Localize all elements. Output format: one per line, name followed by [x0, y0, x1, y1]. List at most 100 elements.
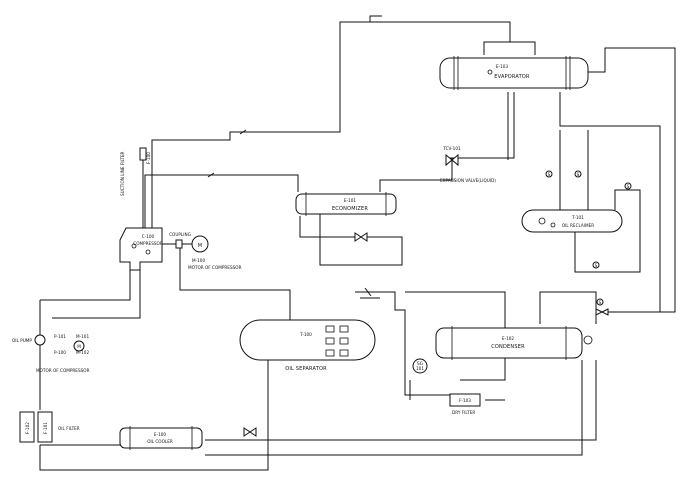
compressor-label: COMPRESSOR [133, 241, 163, 246]
instrument-circle [574, 170, 582, 178]
condenser-shell [435, 327, 583, 359]
sight-glass-tag-a: SG [417, 361, 423, 366]
oil-filter-tag-b: F-101 [43, 422, 48, 434]
economizer-bottom-left [299, 216, 355, 238]
svg-text:S: S [599, 300, 602, 305]
oil-pump-label: OIL PUMP [12, 338, 32, 343]
economizer: E-101 ECONOMIZER [295, 192, 397, 216]
compressor-tag: C-100 [142, 234, 155, 239]
compressor: C-100 COMPRESSOR COUPLING M M-100 MOTOR … [119, 227, 242, 271]
oil-to-compressor [40, 260, 131, 301]
reclaimer-loop [574, 189, 641, 273]
expansion-line [450, 92, 515, 159]
condenser-top [539, 291, 597, 324]
pump-motor-tag-a: M-101 [76, 334, 89, 339]
oil-separator: T-100 OIL SEPARATOR [239, 319, 376, 372]
condenser: E-102 CONDENSER [435, 326, 593, 360]
instrument-circle [592, 261, 600, 269]
condenser-label: CONDENSER [491, 344, 525, 350]
pump-motor-icon [73, 340, 85, 352]
separator-shell [239, 319, 376, 361]
compressor-top-line [144, 174, 299, 228]
compressor-motor-symbol: M [198, 243, 203, 249]
condenser-return [205, 360, 583, 456]
dry-filter-body [449, 393, 481, 407]
pump-motor-tag-b: M-102 [76, 350, 89, 355]
vent-branch [369, 15, 382, 22]
expansion-valve-icon [445, 153, 453, 167]
instrument-circle [624, 182, 632, 190]
sight-glass-tag-b: 101 [416, 366, 424, 371]
sight-glass-circle [412, 358, 428, 374]
reclaimer-tag: T-101 [571, 215, 584, 220]
oil-cooler-label: OIL COOLER [147, 439, 173, 444]
economizer-loop [319, 210, 403, 266]
pump-motor-label: MOTOR OF COMPRESSOR [36, 368, 90, 373]
coupling-label: COUPLING [169, 232, 191, 237]
valve-icon [243, 427, 251, 437]
svg-text:S: S [595, 263, 598, 268]
svg-text:S: S [577, 172, 580, 177]
evaporator-label: EVAPORATOR [494, 74, 530, 80]
condenser-tag: E-102 [502, 336, 514, 341]
economizer-shell [295, 193, 397, 215]
dry-filter-tag: F-103 [459, 398, 471, 403]
oil-pump-tag-a: P-101 [54, 334, 66, 339]
dry-filter-label: DRY FILTER [452, 410, 475, 415]
oil-pump: OIL PUMP P-101 P-100 M-101 M-102 M MOTOR… [12, 334, 90, 373]
economizer-label: ECONOMIZER [332, 206, 368, 212]
discharge-line [179, 240, 291, 320]
evaporator-right-line [588, 47, 676, 313]
compressor-motor-label: MOTOR OF COMPRESSOR [188, 265, 242, 270]
pump-motor-symbol: M [77, 344, 81, 349]
valves [207, 129, 609, 437]
evaporator-top-header [483, 41, 536, 55]
svg-text:S: S [627, 184, 630, 189]
evaporator: E-103 EVAPORATOR [439, 56, 589, 90]
oil-cooler-tag: E-100 [154, 432, 166, 437]
oil-to-compressor-b [52, 262, 141, 319]
oil-filter: F-102 F-101 OIL FILTER [19, 411, 80, 443]
valve-icon [354, 232, 362, 242]
reclaimer-shell [521, 209, 623, 233]
separator-to-condenser [355, 291, 465, 396]
oil-filter-label: OIL FILTER [58, 426, 80, 431]
oil-pump-tag-b: P-100 [54, 350, 66, 355]
compressor-motor-tag: M-100 [192, 258, 205, 263]
expansion-valve-tag: TCV-101 [442, 146, 461, 151]
compressor-body [119, 227, 163, 271]
check-valve-icon [207, 172, 215, 178]
svg-text:S: S [548, 172, 551, 177]
valve-icon [595, 308, 604, 316]
suction-filter-label: SUCTION LINE FILTER [120, 152, 125, 196]
evaporator-bottom-right-line [559, 92, 661, 312]
instruments: S S S S S [545, 170, 632, 306]
oil-cooler-shell [119, 427, 203, 449]
check-valve-icon [364, 287, 372, 297]
oil-filter-tag-a: F-102 [25, 422, 30, 434]
oil-filter-b [37, 411, 53, 443]
coupling-icon [175, 239, 183, 249]
suction-line-filter: SUCTION LINE FILTER F-100 [120, 147, 151, 196]
expansion-valve-label: EXPANSION VALVE(LIQUID) [440, 178, 496, 183]
suction-filter-tag: F-100 [146, 152, 151, 164]
evaporator-shell [439, 57, 589, 89]
economizer-tag: E-101 [344, 198, 356, 203]
expansion-valve: TCV-101 EXPANSION VALVE(LIQUID) [440, 146, 496, 183]
sight-glass: SG 101 [412, 358, 428, 374]
oil-filter-a [19, 411, 35, 443]
instrument-circle [545, 170, 553, 178]
separator-label: OIL SEPARATOR [285, 366, 327, 372]
suction-line-upper [151, 21, 511, 228]
separator-tag: T-100 [299, 332, 312, 337]
evaporator-tag: E-103 [496, 64, 508, 69]
dry-filter: F-103 DRY FILTER [449, 393, 481, 415]
reclaimer-label: OIL RECLAIMER [562, 223, 594, 228]
to-economizer-top [379, 158, 453, 192]
instrument-circle [596, 298, 604, 306]
suction-filter-body [139, 147, 147, 161]
compressor-motor-icon [191, 235, 209, 253]
condenser-to-oilcooler [205, 360, 597, 441]
